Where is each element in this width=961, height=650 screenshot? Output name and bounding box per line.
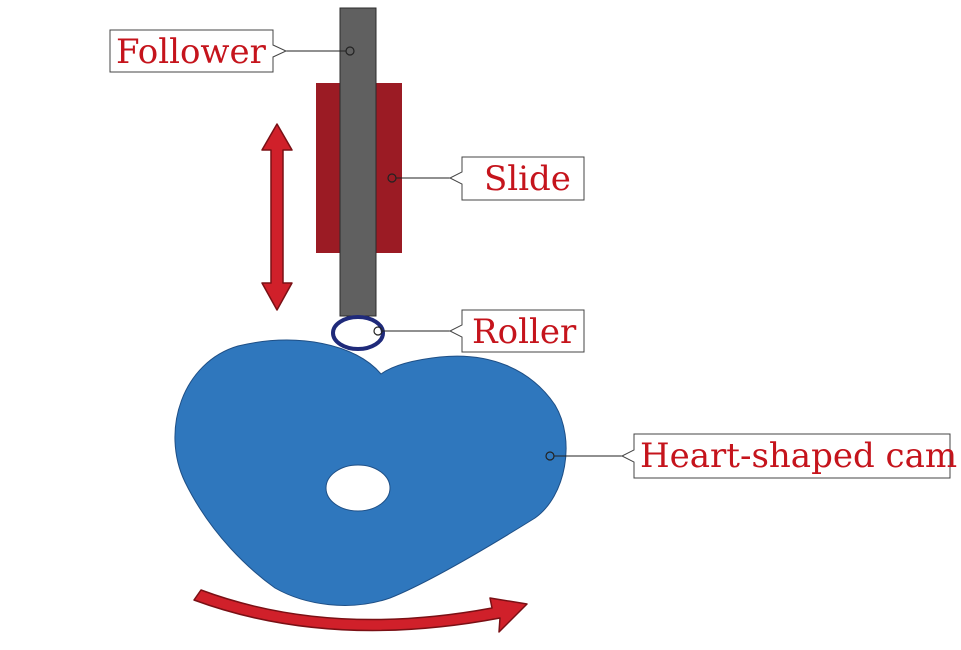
roller bbox=[331, 315, 385, 351]
label-roller-text: Roller bbox=[472, 312, 577, 352]
label-cam: Heart-shaped cam bbox=[620, 433, 957, 479]
label-roller: Roller bbox=[448, 309, 585, 353]
label-follower: Follower bbox=[109, 29, 288, 73]
label-follower-text: Follower bbox=[116, 32, 267, 72]
leader-cam bbox=[545, 451, 622, 461]
reciprocating-motion-arrow bbox=[261, 123, 293, 311]
leader-slide bbox=[387, 173, 450, 183]
label-slide-text: Slide bbox=[484, 159, 571, 199]
follower-rod bbox=[339, 7, 377, 317]
leader-roller bbox=[373, 326, 450, 336]
heart-shaped-cam bbox=[174, 339, 567, 606]
label-slide: Slide bbox=[448, 156, 585, 201]
rotation-arrow bbox=[193, 589, 528, 633]
label-cam-text: Heart-shaped cam bbox=[640, 436, 957, 476]
leader-follower bbox=[286, 46, 355, 56]
